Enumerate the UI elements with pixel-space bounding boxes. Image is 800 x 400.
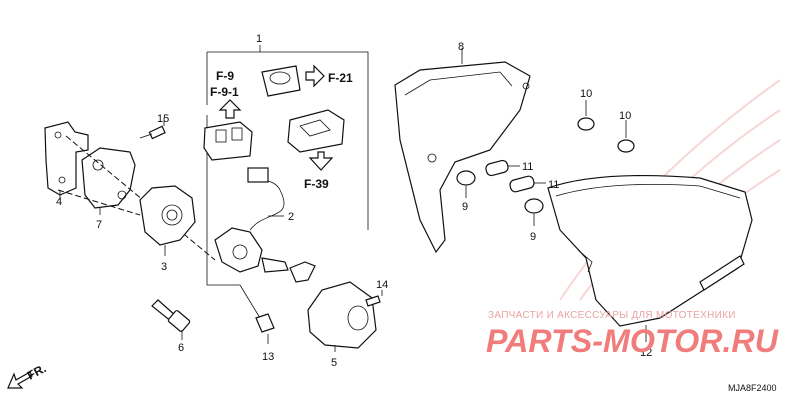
callout-2: 2: [288, 211, 294, 223]
part-2-ignition-switch: [214, 167, 316, 283]
ref-f9-1: F-9-1: [210, 85, 239, 99]
callout-4: 4: [56, 196, 62, 208]
direction-label: FR.: [25, 361, 49, 382]
part-6-key: [151, 299, 191, 340]
part-7-cover-plate: [81, 147, 136, 215]
part-8-side-cover-frame: [394, 48, 531, 254]
subview-connector: [261, 64, 325, 97]
callout-9a: 9: [462, 201, 468, 213]
part-9-grommet-a: [456, 170, 476, 198]
arrow-down-icon: [308, 151, 334, 171]
callout-5: 5: [331, 357, 337, 369]
emblem: [699, 255, 745, 291]
ref-f9: F-9: [216, 69, 234, 83]
part-14-bolt: [365, 290, 383, 307]
callout-10b: 10: [619, 110, 631, 122]
callout-6: 6: [178, 342, 184, 354]
arrow-right-icon: [305, 64, 325, 88]
direction-indicator: FR.: [7, 361, 49, 389]
callout-14: 14: [376, 279, 388, 291]
arrow-fr-icon: [7, 371, 33, 389]
callout-12: 12: [640, 347, 652, 359]
part-12-side-cover: [547, 174, 753, 342]
part-9-grommet-b: [524, 198, 544, 226]
assembly-bracket: [206, 51, 369, 286]
part-10-grommet-b: [617, 120, 635, 153]
callout-3: 3: [161, 261, 167, 273]
watermark-brand: PARTS-MOTOR.RU: [486, 323, 779, 359]
callout-1: 1: [256, 33, 262, 45]
ref-f39: F-39: [304, 177, 329, 191]
part-11-damper-a: [485, 159, 520, 177]
callout-9b: 9: [530, 231, 536, 243]
diagram-code: MJA8F2400: [728, 383, 777, 393]
callout-7: 7: [96, 219, 102, 231]
part-4-bracket-plate: [44, 121, 89, 200]
part-13-screw: [239, 284, 275, 344]
ref-f21: F-21: [328, 71, 353, 85]
callout-11a: 11: [522, 161, 533, 173]
callout-11b: 11: [548, 179, 559, 191]
callout-13: 13: [262, 351, 274, 363]
part-10-grommet-a: [577, 100, 595, 131]
part-3-lock-housing: [139, 185, 196, 256]
subview-switch-body: [203, 99, 253, 161]
callout-10a: 10: [580, 88, 592, 100]
arrow-up-icon: [218, 99, 242, 119]
part-15-bolt: [139, 118, 166, 140]
watermark-subtitle: ЗАПЧАСТИ И АКСЕССУАРЫ ДЛЯ МОТОТЕХНИКИ: [488, 310, 736, 321]
callout-8: 8: [458, 41, 464, 53]
part-11-damper-b: [509, 175, 546, 193]
part-5-cylinder-cover: [307, 281, 377, 352]
callout-15: 15: [157, 113, 169, 125]
subview-plug: [287, 109, 345, 171]
